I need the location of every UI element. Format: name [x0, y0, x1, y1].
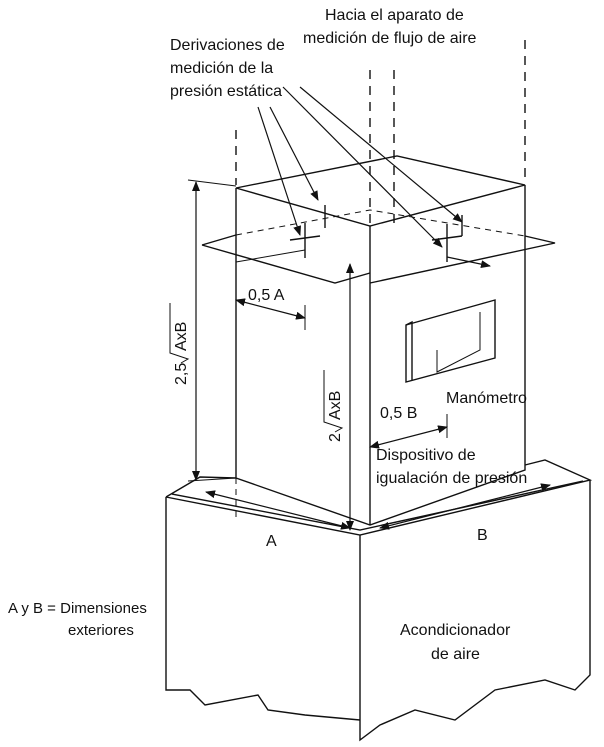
leader-tap-1 — [257, 106, 301, 236]
dim-2-sqrt — [323, 370, 344, 433]
legend-label-1: A y B = Dimensiones — [8, 600, 147, 617]
airflow-pipes — [235, 40, 526, 225]
tap-left-front-cross — [289, 223, 321, 258]
manometer-tube — [436, 312, 481, 373]
unit-right-face-outline — [359, 480, 591, 742]
manometer-label: Manómetro — [446, 390, 527, 407]
measurement-plane — [201, 205, 556, 284]
dim-b-label: B — [477, 527, 488, 544]
dim-a-line — [205, 490, 351, 530]
dim-2-5-formula: 2,5 AxB — [169, 303, 190, 385]
dim-2-5-ext-top — [187, 179, 237, 187]
dim-2-5-coef: 2,5 — [173, 363, 190, 385]
plane-hidden-edges — [235, 209, 526, 237]
unit-label-1: Acondicionador — [400, 622, 511, 639]
plane-front-left-edge — [201, 244, 371, 284]
dim-b-line — [379, 483, 551, 530]
dim-2-5-ext-bottom — [187, 477, 237, 482]
half-b-label: 0,5 B — [380, 405, 417, 422]
duct-top-outline — [235, 155, 526, 227]
tap-leaders — [257, 86, 463, 248]
leader-tap-4 — [299, 86, 463, 223]
dim-2-5-sqrt — [169, 303, 190, 364]
tap-right-front-cross — [431, 224, 463, 262]
legend-label-2: exteriores — [68, 622, 134, 639]
dim-half-a-line — [235, 298, 306, 320]
taps-label-3: presión estática — [170, 83, 282, 100]
plane-leader-left — [235, 249, 306, 263]
taps-label-1: Derivaciones de — [170, 37, 285, 54]
air-conditioner-unit — [165, 459, 593, 742]
dim-half-b-line — [369, 425, 448, 449]
taps-label-2: medición de la — [170, 60, 273, 77]
leader-tap-3 — [282, 86, 443, 248]
leader-tap-2 — [269, 106, 319, 201]
dim-2-coef: 2 — [327, 433, 344, 442]
airflow-top-label-2: medición de flujo de aire — [303, 30, 477, 47]
plane-leader-right — [446, 256, 491, 269]
equalizer-label-1: Dispositivo de — [376, 447, 476, 464]
manometer-device — [405, 299, 496, 383]
unit-left-face-outline — [165, 497, 361, 721]
dim-2-formula: 2 AxB — [323, 370, 344, 442]
half-a-label: 0,5 A — [248, 287, 285, 304]
dim-a-label: A — [266, 533, 277, 550]
plane-left-edge — [201, 234, 237, 246]
dim-2-root: AxB — [327, 391, 344, 420]
manometer-box — [405, 299, 496, 383]
unit-top-left-edge — [165, 476, 237, 498]
unit-label-2: de aire — [431, 646, 480, 663]
dimension-lines — [187, 179, 551, 531]
equalizer-label-2: igualación de presión — [376, 470, 527, 487]
airflow-top-label-1: Hacia el aparato de — [325, 7, 464, 24]
manometer-side — [405, 320, 413, 380]
dim-2-5-root: AxB — [173, 322, 190, 351]
plane-front-right-edge — [369, 235, 556, 284]
